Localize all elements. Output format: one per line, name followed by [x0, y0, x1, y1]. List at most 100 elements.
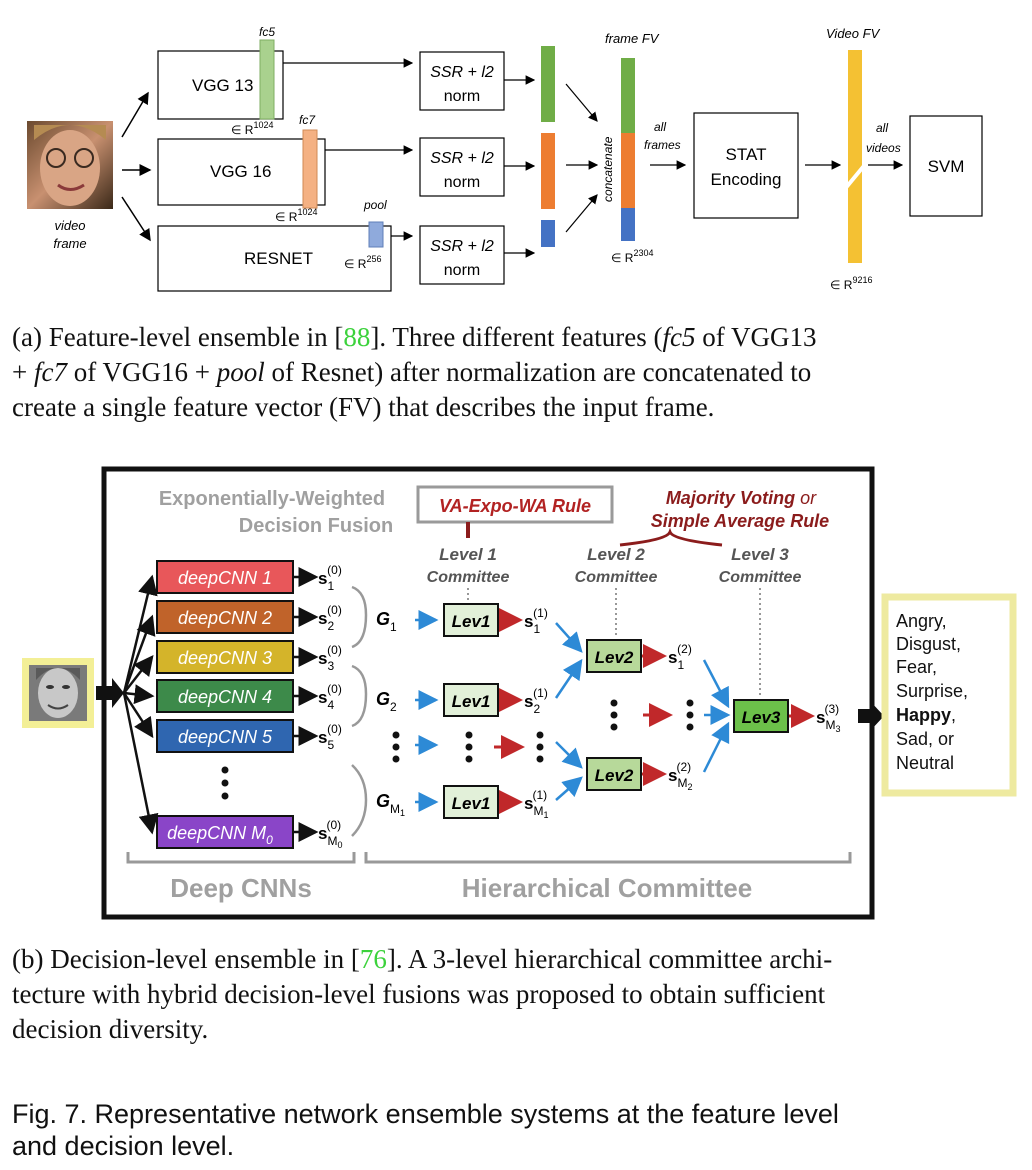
- lev3-input-arrows: [702, 659, 731, 773]
- stat-line1: STAT: [726, 145, 767, 164]
- cnn-box-5: deepCNN 5: [156, 719, 294, 753]
- caption-a-ref[interactable]: 88: [343, 322, 371, 352]
- caption-b-line2: tecture with hybrid decision-level fusio…: [12, 979, 826, 1009]
- lev1-input-arrows: [415, 610, 439, 812]
- video-frame-photo: [27, 121, 113, 209]
- caption-a-line3: create a single feature vector (FV) that…: [12, 392, 715, 422]
- caption-b-line1: (b) Decision-level ensemble in [76]. A 3…: [12, 942, 832, 977]
- lev1-label-2: Lev1: [452, 692, 491, 711]
- frame-fv-dim: ∈ R2304: [611, 248, 653, 265]
- concatenate-label: concatenate: [601, 136, 615, 202]
- cnn-box-3: deepCNN 3: [156, 640, 294, 674]
- norm-box-2-line1: SSR + l2: [430, 150, 494, 167]
- arrow-to-vgg13: [121, 91, 149, 138]
- va-expo-wa-rule-box: [416, 485, 614, 524]
- cnn-box-4: deepCNN 4: [156, 679, 294, 713]
- norm-box-3-line1: SSR + l2: [430, 238, 494, 255]
- all-videos-line2: videos: [866, 141, 901, 155]
- input-face-photo: [29, 665, 87, 721]
- norm-box-2: SSR + l2 norm: [419, 137, 505, 197]
- output-angry: Angry,: [896, 611, 947, 631]
- fc7-layer-label: fc7: [299, 113, 316, 127]
- norm-box-1-line1: SSR + l2: [430, 64, 494, 81]
- caption-a-line2: + fc7 of VGG16 + pool of Resnet) after n…: [12, 355, 816, 390]
- norm-box-3-line2: norm: [444, 262, 480, 279]
- arrow-to-concat-3: [565, 194, 598, 233]
- normalized-pool-bar: [541, 220, 555, 247]
- lev2-box-2: Lev2: [586, 757, 642, 791]
- frame-fv-label: frame FV: [605, 31, 660, 46]
- output-neutral: Neutral: [896, 753, 954, 773]
- fanout-lines: [122, 574, 159, 835]
- g-label-m: GM1: [376, 791, 405, 818]
- caption-a-prefix: (a) Feature-level ensemble in [: [12, 322, 344, 352]
- deep-cnns-bracket: [126, 852, 356, 864]
- all-videos-line1: all: [876, 121, 888, 135]
- decision-level-diagram: Exponentially-Weighted Decision Fusion V…: [22, 466, 1017, 920]
- norm-box-3: SSR + l2 norm: [419, 225, 505, 285]
- cnn-score-arrows: [294, 567, 319, 842]
- level3-line1: Level 3: [731, 545, 789, 564]
- lev2-input-arrows: [554, 622, 583, 801]
- arrow-to-resnet: [121, 196, 151, 242]
- cnn-dots: [221, 766, 229, 800]
- fc5-layer-label: fc5: [259, 25, 275, 39]
- fc7-layer-bar: [302, 129, 318, 209]
- output-classes: Angry, Disgust, Fear, Surprise, Happy, S…: [896, 611, 968, 773]
- pool-layer-label: pool: [363, 198, 387, 212]
- rule2-line1: Majority Voting or: [666, 488, 817, 508]
- caption-b-prefix: (b) Decision-level ensemble in [: [12, 944, 360, 974]
- output-classes-box: [881, 593, 1017, 797]
- lev2-label-2: Lev2: [595, 766, 634, 785]
- rule2-brace: [619, 527, 723, 547]
- video-fv-label: Video FV: [826, 26, 881, 41]
- caption-a-mid2: of VGG13: [695, 322, 817, 352]
- arrow-to-concat-1: [565, 83, 598, 122]
- caption-a-fc7: fc7: [33, 357, 67, 387]
- lev1-box-1: Lev1: [443, 603, 499, 637]
- frame-fv-bar: [621, 58, 635, 241]
- fusion-title-line1: Exponentially-Weighted: [159, 488, 385, 510]
- stat-encoding-box: [693, 112, 799, 219]
- video-fv-dim: ∈ R9216: [830, 275, 872, 292]
- input-label-line1: video: [54, 218, 85, 233]
- cnn-label-2: deepCNN 2: [178, 608, 272, 628]
- norm-box-1: SSR + l2 norm: [419, 51, 505, 111]
- vgg16-label: VGG 16: [210, 162, 271, 181]
- figure-caption-line1: Fig. 7. Representative network ensemble …: [12, 1099, 839, 1129]
- output-surprise: Surprise,: [896, 681, 968, 701]
- caption-b-line3: decision diversity.: [12, 1014, 209, 1044]
- caption-b-ref[interactable]: 76: [359, 944, 387, 974]
- cnn-label-3: deepCNN 3: [178, 648, 272, 668]
- norm-box-1-line2: norm: [444, 88, 480, 105]
- cnn-label-1: deepCNN 1: [178, 568, 272, 588]
- output-fear: Fear,: [896, 657, 937, 677]
- all-frames-line1: all: [654, 120, 666, 134]
- middle-dots: [392, 699, 694, 763]
- lev3-label: Lev3: [742, 708, 781, 727]
- lev2-output-arrows: [642, 644, 667, 786]
- caption-a-line2-c: of Resnet) after normalization are conca…: [264, 357, 812, 387]
- caption-a: (a) Feature-level ensemble in [88]. Thre…: [12, 320, 816, 425]
- lev1-label-m: Lev1: [452, 794, 491, 813]
- g-label-1: G1: [376, 609, 397, 634]
- pool-layer-bar: [368, 221, 384, 248]
- resnet-box: [157, 225, 392, 292]
- level2-line2: Committee: [575, 569, 658, 586]
- feature-level-diagram: video frame VGG 13 VGG 16 RESNET fc5 ∈ R…: [27, 25, 983, 292]
- lev1-output-arrows: [494, 608, 673, 814]
- level1-line1: Level 1: [439, 545, 497, 564]
- rule2-line2: Simple Average Rule: [651, 511, 829, 531]
- cnn-box-last: deepCNN M0: [156, 815, 294, 849]
- cnn-label-last: deepCNN M0: [167, 823, 273, 847]
- vgg13-label: VGG 13: [192, 76, 253, 95]
- group-label-deep-cnns: Deep CNNs: [170, 873, 312, 903]
- caption-a-fc5: fc5: [662, 322, 696, 352]
- g-label-2: G2: [376, 689, 397, 714]
- figure-caption: Fig. 7. Representative network ensemble …: [12, 1098, 1022, 1162]
- lev1-label-1: Lev1: [452, 612, 491, 631]
- va-expo-wa-rule-label: VA-Expo-WA Rule: [439, 496, 591, 516]
- group-label-hierarchical-committee: Hierarchical Committee: [462, 873, 752, 903]
- lev2-label-1: Lev2: [595, 648, 634, 667]
- caption-a-line2-b: of VGG16 +: [66, 357, 217, 387]
